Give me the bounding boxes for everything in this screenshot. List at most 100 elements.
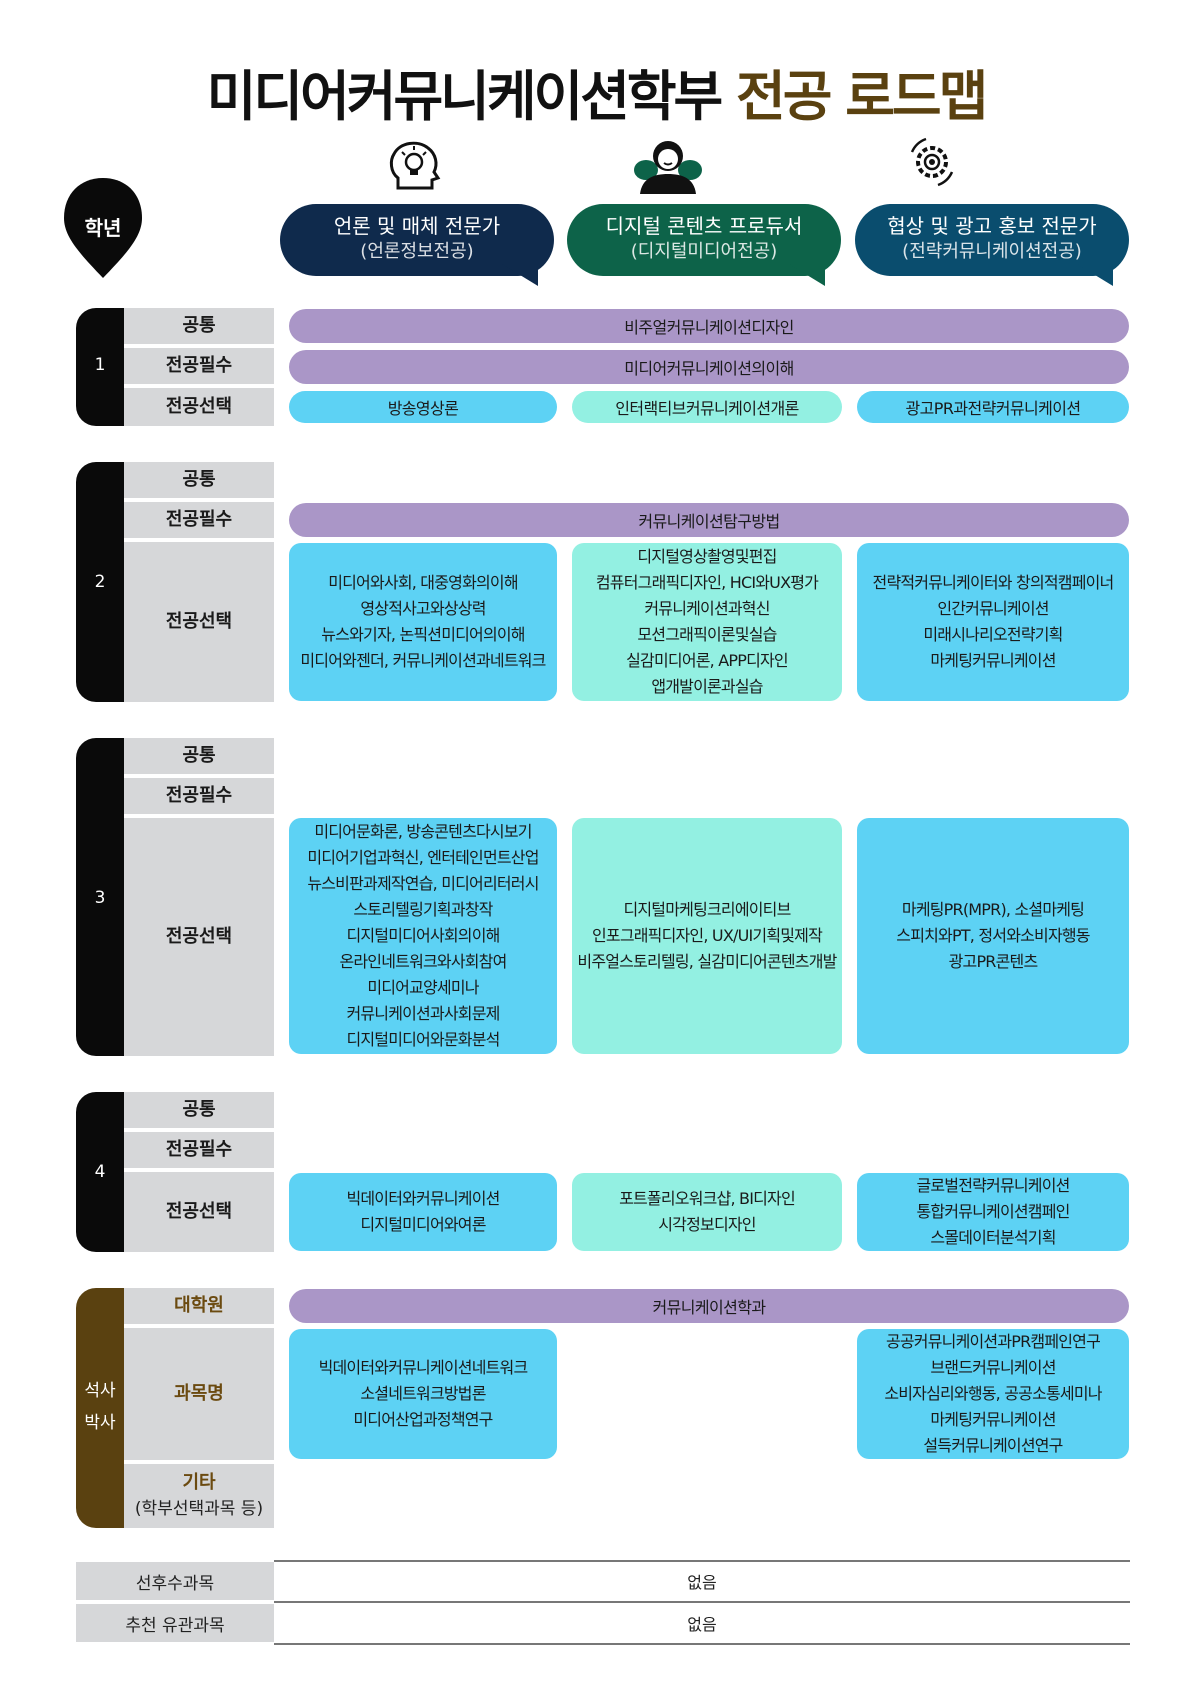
graduate-bar: 석사 박사: [76, 1288, 124, 1528]
year-bar-1: 1: [76, 308, 124, 426]
text-line: 인간커뮤니케이션: [937, 599, 1049, 618]
divider: [274, 1643, 1130, 1645]
graduate-bar-label: 석사: [84, 1381, 116, 1401]
track-name: 디지털 콘텐츠 프로듀서: [605, 214, 803, 238]
track-name: 협상 및 광고 홍보 전문가: [887, 214, 1097, 238]
text-line: 마케팅커뮤니케이션: [930, 1410, 1056, 1429]
row-label-elective: 전공선택: [124, 1172, 274, 1252]
row-label-common: 공통: [124, 462, 274, 498]
text-line: 미디어문화론, 방송콘텐츠다시보기: [314, 822, 532, 841]
text-line: 미디어와사회, 대중영화의이해: [328, 573, 518, 592]
text-line: 디지털영상촬영및편집: [637, 547, 777, 566]
text-line: 비주얼스토리텔링, 실감미디어콘텐츠개발: [577, 952, 837, 971]
text-line: 빅데이터와커뮤니케이션: [346, 1189, 500, 1208]
text-line: 모션그래픽이론및실습: [637, 625, 777, 644]
graduate-school: 커뮤니케이션학과: [289, 1289, 1129, 1323]
course-elective: 인터랙티브커뮤니케이션개론: [572, 391, 842, 423]
row-label-common: 공통: [124, 738, 274, 774]
text-line: 공통: [182, 745, 216, 766]
text-line: 인포그래픽디자인, UX/UI기획및제작: [591, 926, 823, 945]
text-line: 전공필수: [165, 355, 233, 376]
row-label-other: 기타 (학부선택과목 등): [124, 1464, 274, 1528]
person-icon: [634, 141, 702, 194]
graduate-bar-label: 박사: [84, 1413, 116, 1433]
year-number: 3: [94, 888, 106, 908]
text-line: 미래시나리오전략기획: [923, 625, 1063, 644]
year-bar-3: 3: [76, 738, 124, 1056]
text-line: 브랜드커뮤니케이션: [930, 1358, 1056, 1377]
related-value: 없음: [687, 1615, 717, 1634]
text-line: 통합커뮤니케이션캠페인: [916, 1202, 1070, 1221]
text-line: 앱개발이론과실습: [651, 677, 763, 696]
text-line: 전공선택: [165, 926, 233, 947]
year-badge: 학년: [58, 174, 148, 288]
text-line: 미디어와젠더, 커뮤니케이션과네트워크: [300, 651, 546, 670]
text-line: 빅데이터와커뮤니케이션네트워크: [318, 1358, 529, 1377]
row-label-required: 전공필수: [124, 1132, 274, 1168]
text-line: 온라인네트워크와사회참여: [339, 952, 507, 971]
row-label-elective: 전공선택: [124, 388, 274, 426]
text-line: (학부선택과목 등): [134, 1499, 264, 1519]
text-line: 전공필수: [165, 1139, 233, 1160]
text-line: 뉴스비판과제작연습, 미디어리터러시: [307, 874, 539, 893]
row-label-graduate: 대학원: [124, 1288, 274, 1324]
course-required: 미디어커뮤니케이션의이해: [289, 350, 1129, 384]
row-label-elective: 전공선택: [124, 818, 274, 1056]
text-line: 커뮤니케이션과혁신: [644, 599, 770, 618]
track-sub: (디지털미디어전공): [630, 241, 778, 262]
year-number: 2: [94, 572, 106, 592]
text-line: 디지털미디어와여론: [360, 1215, 486, 1234]
text-line: 공통: [182, 1099, 216, 1120]
text-line: 전공선택: [165, 611, 233, 632]
row-label-required: 전공필수: [124, 778, 274, 814]
prereq-value: 없음: [687, 1573, 717, 1592]
map-pin-icon: [64, 178, 142, 278]
text-line: 미디어교양세미나: [367, 978, 479, 997]
bubble-tail: [1077, 264, 1113, 286]
text-line: 마케팅PR(MPR), 소셜마케팅: [901, 900, 1085, 919]
year-bar-2: 2: [76, 462, 124, 702]
track-name: 언론 및 매체 전문가: [333, 214, 501, 238]
text-line: 공공커뮤니케이션과PR캠페인연구: [885, 1332, 1101, 1351]
text-line: 전공필수: [165, 509, 233, 530]
year-number: 4: [94, 1162, 106, 1182]
text-line: 컴퓨터그래픽디자인, HCI와UX평가: [595, 573, 819, 592]
track-sub: (전략커뮤니케이션전공): [902, 241, 1082, 262]
text-line: 디지털마케팅크리에이티브: [623, 900, 791, 919]
year-number: 1: [94, 355, 106, 375]
year-bar-4: 4: [76, 1092, 124, 1252]
bubble-tail: [789, 264, 825, 286]
row-label-common: 공통: [124, 308, 274, 344]
title-main: 미디어커뮤니케이션학부: [206, 65, 723, 128]
text-line: 소비자심리와행동, 공공소통세미나: [884, 1384, 1102, 1403]
text-line: 공통: [182, 469, 216, 490]
text-line: 포트폴리오워크샵, BI디자인: [619, 1189, 796, 1208]
track-sub: (언론정보전공): [360, 241, 474, 262]
text-line: 커뮤니케이션과사회문제: [346, 1004, 500, 1023]
course-elective: 광고PR과전략커뮤니케이션: [857, 391, 1129, 423]
year-badge-label: 학년: [84, 216, 122, 240]
prereq-label: 선후수과목: [76, 1562, 274, 1600]
text-line: 스몰데이터분석기획: [930, 1228, 1056, 1247]
row-label-elective: 전공선택: [124, 542, 274, 702]
text-line: 글로벌전략커뮤니케이션: [916, 1176, 1070, 1195]
text-line: 설득커뮤니케이션연구: [923, 1436, 1063, 1455]
gear-eye-icon: [910, 137, 954, 187]
page-title: 미디어커뮤니케이션학부 전공 로드맵: [0, 52, 1192, 131]
text-line: 디지털미디어와문화분석: [346, 1030, 500, 1049]
text-line: 기타: [182, 1472, 216, 1493]
text-line: 공통: [182, 315, 216, 336]
text-line: 실감미디어론, APP디자인: [626, 651, 789, 670]
course-elective: 방송영상론: [289, 391, 557, 423]
text-line: 소셜네트워크방법론: [360, 1384, 486, 1403]
lightbulb-head-icon: [389, 141, 441, 190]
text-line: 디지털미디어사회의이해: [346, 926, 500, 945]
